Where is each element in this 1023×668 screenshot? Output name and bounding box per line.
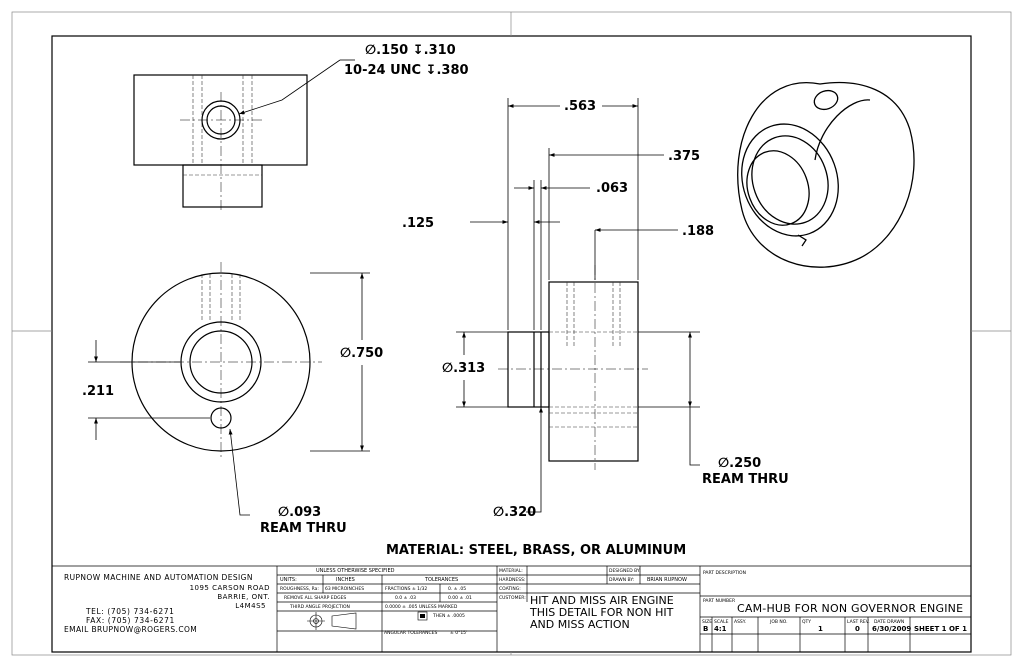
date-label: DATE DRAWN [874,619,904,625]
tol-2: 0.00 ± .01 [448,595,472,601]
dim-063: .063 [596,181,628,196]
tolerances-label: TOLERANCES [424,577,458,583]
date-value: 6/30/2009 [872,625,911,633]
rev-label: LAST REV. [847,619,870,625]
scale-value: 4:1 [714,625,727,633]
units-value: INCHES [336,577,355,583]
tol-fractions: FRACTIONS ± 1/32 [385,586,427,592]
drawn-by-value: BRIAN RUPNOW [647,577,687,583]
isometric-view [737,81,915,268]
title-block: RUPNOW MACHINE AND AUTOMATION DESIGN 109… [52,565,971,652]
size-label: SIZE [702,619,712,625]
project-line-3: AND MISS ACTION [530,618,630,631]
dim-093-note: REAM THRU [260,521,347,536]
tol-4: 0.0000 ± .005 UNLESS MARKED [385,604,458,610]
dimension-text: ∅.150 ↧.310 10-24 UNC ↧.380 .563 .375 .0… [82,43,789,558]
material-field: MATERIAL: [499,568,523,574]
part-description-label: PART DESCRIPTION [703,570,746,576]
front-view [120,262,322,460]
qty-label: QTY [802,619,811,625]
company-email: EMAIL BRUPNOW@ROGERS.COM [64,625,197,634]
dimension-lines [88,59,700,516]
tol-then: THEN ± .0005 [432,613,465,619]
remove-edges: REMOVE ALL SHARP EDGES [284,595,346,601]
project-line-1: HIT AND MISS AIR ENGINE [530,594,674,607]
part-number-label: PART NUMBER [703,598,735,604]
dim-093: ∅.093 [278,505,321,520]
rev-value: 0 [855,625,860,633]
dim-250-note: REAM THRU [702,472,789,487]
dim-250: ∅.250 [718,456,761,471]
company-fax: FAX: (705) 734-6271 [86,616,175,625]
size-value: B [703,625,708,633]
hole-callout-diameter: ∅.150 ↧.310 [365,43,456,58]
qty-value: 1 [818,625,823,633]
coating-field: COATING: [499,586,521,592]
tol-0: 0. ± .05 [448,586,466,592]
sheet-value: SHEET 1 OF 1 [914,625,967,633]
dim-375: .375 [668,149,700,164]
project-line-2: THIS DETAIL FOR NON HIT [529,606,674,619]
company-street: 1095 CARSON ROAD [190,584,270,592]
surface-finish-icon [417,611,428,621]
dim-563: .563 [564,99,596,114]
tol-1: 0.0 ± .03 [395,595,416,601]
hardness-field: HARDNESS: [499,577,526,583]
company-postal: L4M4S5 [235,602,266,610]
top-view [133,74,308,212]
dim-188: .188 [682,224,714,239]
drawn-by-field: DRAWN BY: [609,577,634,583]
units-label: UNITS: [280,577,297,583]
company-name: RUPNOW MACHINE AND AUTOMATION DESIGN [64,573,253,582]
customer-field: CUSTOMER: [499,595,526,601]
dim-211: .211 [82,384,114,399]
projection-label: THIRD ANGLE PROJECTION [289,604,350,610]
angular-value: ± 0°15' [450,630,467,636]
company-tel: TEL: (705) 734-6271 [85,607,174,616]
dim-750: ∅.750 [340,346,383,361]
material-note: MATERIAL: STEEL, BRASS, OR ALUMINUM [386,543,686,558]
part-title: CAM-HUB FOR NON GOVERNOR ENGINE [737,602,963,615]
angular-label: ANGULAR TOLERANCES [384,630,437,636]
dim-320: ∅.320 [493,505,536,520]
designed-by-field: DESIGNED BY: [609,568,641,574]
side-view [498,265,648,470]
spec-header: UNLESS OTHERWISE SPECIFIED [316,568,395,574]
third-angle-projection-icon [307,612,357,630]
dim-125: .125 [402,216,434,231]
job-label: JOB NO. [769,619,788,625]
company-city: BARRIE, ONT. [217,593,270,601]
assy-label: ASSY. [734,619,746,625]
dim-313: ∅.313 [442,361,485,376]
hole-callout-thread: 10-24 UNC ↧.380 [344,63,469,78]
roughness-label: ROUGHNESS, Ra: [280,586,319,592]
sheet-border [11,11,1012,656]
scale-label: SCALE [714,619,729,625]
roughness-value: 63 MICROINCHES [325,586,364,592]
